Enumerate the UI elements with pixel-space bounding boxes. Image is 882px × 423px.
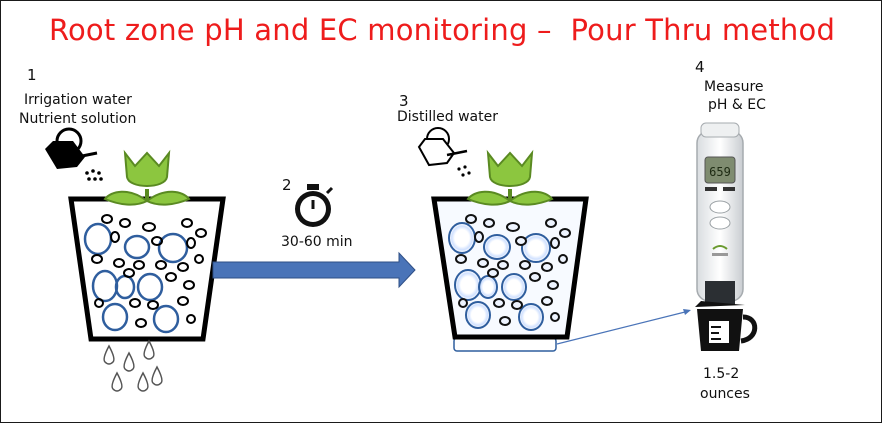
sample-volume: 1.5-2 bbox=[703, 366, 740, 382]
step-3-number: 3 bbox=[399, 92, 409, 110]
step-4-number: 4 bbox=[695, 58, 705, 76]
pot-1 bbox=[68, 149, 226, 392]
ph-ec-meter-icon: 659 bbox=[696, 122, 744, 305]
flower-icon bbox=[466, 149, 554, 206]
step-4-line-1: Measure bbox=[704, 79, 764, 95]
collection-pointer bbox=[556, 309, 691, 345]
step-2-number: 2 bbox=[282, 176, 292, 194]
step-2-time: 30-60 min bbox=[281, 234, 353, 250]
page-title: Root zone pH and EC monitoring – Pour Th… bbox=[48, 13, 836, 47]
pot-2-small-pebbles bbox=[455, 214, 571, 326]
sample-volume-unit: ounces bbox=[700, 386, 750, 402]
step-4-line-2: pH & EC bbox=[708, 97, 766, 113]
pot-1-small-pebbles bbox=[91, 214, 207, 328]
watering-can-icon bbox=[45, 127, 103, 181]
meter-display: 659 bbox=[709, 165, 731, 179]
pot-2-glowing-pebbles bbox=[448, 222, 551, 331]
stopwatch-icon bbox=[295, 184, 334, 227]
measuring-jug-icon bbox=[695, 301, 758, 351]
pot-2 bbox=[431, 149, 589, 352]
process-arrow bbox=[212, 251, 416, 289]
step-1-line-1: Irrigation water bbox=[24, 92, 132, 108]
step-1-number: 1 bbox=[27, 66, 37, 84]
step-3-label: Distilled water bbox=[397, 109, 498, 125]
drainage-drops bbox=[103, 339, 163, 392]
step-1-line-2: Nutrient solution bbox=[19, 111, 137, 127]
flower-icon bbox=[103, 149, 191, 206]
watering-can-icon bbox=[417, 127, 471, 177]
